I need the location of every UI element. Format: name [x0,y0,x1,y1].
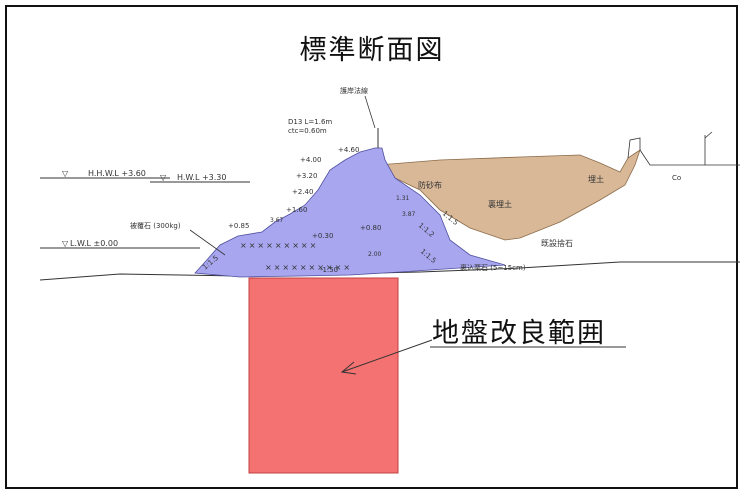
elevation-label: +2.40 [292,188,313,196]
fill-label: 埋土 [588,174,604,184]
elevation-label: -1.50 [320,266,338,274]
elevation-label: +0.85 [228,222,249,230]
rubble-texture: ××××××××× [240,241,318,250]
water-mark-icon: ▽ [160,173,167,182]
dimension-label: 3.67 [270,217,284,224]
elevation-label: +1.60 [286,206,307,214]
elevation-label: +4.60 [338,146,359,154]
elevation-label: +3.20 [296,172,317,180]
seabed-line [39,261,740,281]
hhwl-label: H.H.W.L +3.60 [88,169,146,178]
sand-barrier-label: 防砂布 [418,180,442,190]
back-stone-label: 裏込栗石 (5~15cm) [460,263,526,272]
existing-stone-label: 既設捨石 [541,238,573,248]
figure-title: 標準断面図 [299,35,445,66]
dimension-label: 2.00 [368,251,382,258]
dimension-label: 3.87 [402,211,416,218]
rubble-texture: ×××××××××× [265,263,352,272]
elevation-label: +0.80 [360,224,381,232]
lighthouse-label: 護岸法線 [340,86,368,95]
callout-arrowhead [340,361,357,375]
backfill-label: 裏埋土 [488,199,512,209]
elevation-label: +4.00 [300,156,321,164]
ground-improvement-range [248,277,399,474]
co-label: Co [672,174,681,182]
light-pole-arm [704,131,713,139]
bar-label-1: D13 L=1.6m [288,118,332,126]
water-mark-icon: ▽ [62,239,69,248]
callout-leader [341,339,433,373]
shore-structure-outline [627,137,740,166]
armor-label: 被覆石 (300kg) [130,221,181,230]
armor-leader [189,229,226,256]
lighthouse-leader [364,95,376,129]
water-mark-icon: ▽ [62,169,69,178]
bar-label-2: ctc=0.60m [288,127,327,135]
breakwater-body [194,147,506,278]
lwl-label: L.W.L ±0.00 [70,239,118,248]
elevation-label: +0.30 [312,232,333,240]
hwl-label: H.W.L +3.30 [177,173,226,182]
ground-improvement-callout: 地盤改良範囲 [432,318,606,349]
dimension-label: 1.31 [396,195,410,202]
backfill-area [376,149,641,241]
